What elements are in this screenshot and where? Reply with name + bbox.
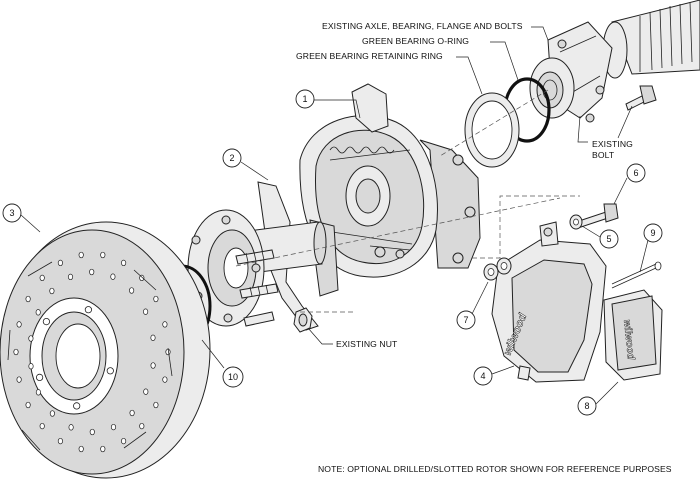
rotor-drill-hole xyxy=(25,401,31,409)
washer xyxy=(569,214,583,230)
rotor-drill-hole xyxy=(139,422,145,430)
callout-circle-2 xyxy=(222,148,242,168)
brake-pads: wilwood xyxy=(603,289,663,381)
existing-bolt xyxy=(625,85,657,111)
rotor-drill-hole xyxy=(121,437,127,445)
callout-9: 9 xyxy=(650,228,655,238)
rotor-drill-hole xyxy=(57,437,63,445)
rotor-bolt-hole xyxy=(42,317,51,326)
rotor-drill-hole xyxy=(153,295,159,303)
rotor-drill-hole xyxy=(28,363,34,370)
callout-6: 6 xyxy=(633,168,638,178)
rotor-drill-hole xyxy=(49,287,55,295)
callout-7: 7 xyxy=(463,315,468,325)
callout-circle-10 xyxy=(222,366,244,388)
rotor-drill-hole xyxy=(110,273,116,280)
rotor-drill-hole xyxy=(89,268,95,276)
rotor-drill-hole xyxy=(57,259,63,267)
rotor-drill-hole xyxy=(162,321,168,328)
rotor-drill-hole xyxy=(78,445,84,453)
rotor-drill-hole xyxy=(68,424,74,431)
rotor-drill-hole xyxy=(143,308,149,315)
rotor-bolt-hole xyxy=(73,402,81,410)
cotter-pin xyxy=(611,261,662,289)
callout-circle-6 xyxy=(626,163,646,183)
rotor-drill-hole xyxy=(150,362,156,369)
callout-circle-3 xyxy=(2,203,22,223)
label-existing-axle: EXISTING AXLE, BEARING, FLANGE AND BOLTS xyxy=(322,21,523,31)
callout-circle-8 xyxy=(577,396,597,416)
label-existing-bolt-1: EXISTING xyxy=(592,139,633,149)
rotor-drill-hole xyxy=(100,445,106,453)
rotor-drill-hole xyxy=(129,287,135,294)
rotor-bolt-hole xyxy=(84,306,93,314)
rotor-drill-hole xyxy=(13,348,19,356)
label-existing-nut: EXISTING NUT xyxy=(336,339,398,349)
wheel-studs xyxy=(235,249,279,327)
text-labels: EXISTING AXLE, BEARING, FLANGE AND BOLTS… xyxy=(296,21,672,474)
rotor-drill-hole xyxy=(100,251,106,259)
callout-1: 1 xyxy=(302,94,307,104)
rotor-drill-hole xyxy=(162,376,168,383)
rotor-drill-hole xyxy=(28,335,34,342)
rotor-drill-hole xyxy=(89,428,95,436)
caliper-bolt xyxy=(575,203,619,229)
rotor-drill-hole xyxy=(150,334,156,341)
rotor-drill-hole xyxy=(16,321,22,328)
rotor-drill-hole xyxy=(110,423,117,431)
callout-4: 4 xyxy=(480,371,485,381)
axle-assembly xyxy=(529,0,700,123)
drilled-slotted-rotor xyxy=(0,221,211,479)
callout-circle-4 xyxy=(473,366,493,386)
shims xyxy=(483,257,512,281)
centerlines xyxy=(235,89,580,313)
label-existing-bolt-2: BOLT xyxy=(592,150,615,160)
note-text: NOTE: OPTIONAL DRILLED/SLOTTED ROTOR SHO… xyxy=(318,464,672,474)
rotor-bolt-hole xyxy=(35,373,44,381)
label-green-bearing-retaining-ring: GREEN BEARING RETAINING RING xyxy=(296,51,443,61)
rotor-drill-hole xyxy=(121,259,127,267)
rotor-slots xyxy=(7,261,173,451)
rotor-drill-hole xyxy=(78,251,84,259)
callouts: 1 2 3 4 5 6 7 8 9 10 xyxy=(2,89,663,416)
rotor-drill-hole xyxy=(35,309,41,316)
rotor-drill-hole xyxy=(143,388,149,395)
rotor-drill-hole xyxy=(67,273,74,281)
rotor-drill-hole xyxy=(16,376,22,383)
callout-10: 10 xyxy=(228,372,238,382)
pad-logo: wilwood xyxy=(621,319,636,361)
callout-2: 2 xyxy=(229,153,234,163)
rotor-drill-hole xyxy=(153,401,159,409)
rotor-drill-hole xyxy=(39,274,45,282)
rotor-drill-hole xyxy=(35,389,41,396)
caliper: wilwood xyxy=(491,221,607,383)
rotor-drill-hole xyxy=(39,422,45,430)
rotor-drill-hole xyxy=(129,409,135,417)
callout-3: 3 xyxy=(9,208,14,218)
rotor-drill-hole xyxy=(25,295,31,303)
existing-nut xyxy=(293,307,313,333)
callout-circle-5 xyxy=(599,229,619,249)
callout-circle-1 xyxy=(295,89,315,109)
callout-8: 8 xyxy=(584,401,589,411)
callout-5: 5 xyxy=(606,234,611,244)
label-green-bearing-o-ring: GREEN BEARING O-RING xyxy=(362,36,469,46)
callout-circle-7 xyxy=(456,310,476,330)
callout-circle-9 xyxy=(643,223,663,243)
green-bearing-retaining-ring xyxy=(464,92,520,168)
rotor-drill-holes xyxy=(13,251,171,453)
rotor-drill-hole xyxy=(49,410,55,417)
rotor-bolt-hole xyxy=(106,367,114,375)
